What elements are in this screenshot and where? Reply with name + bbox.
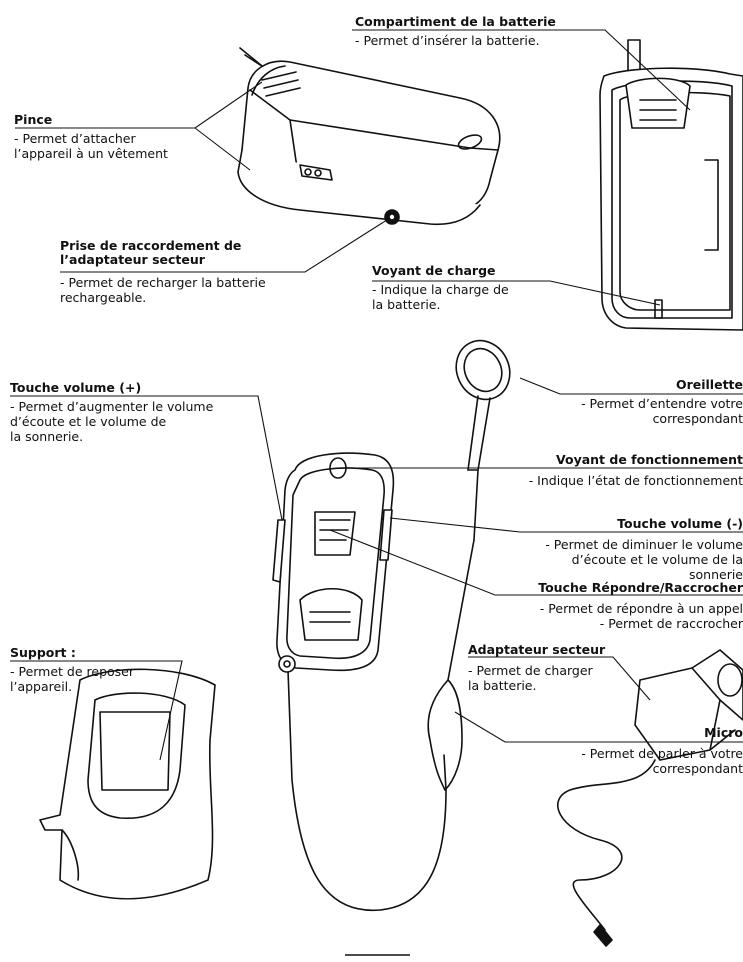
label-status-indicator: Voyant de fonctionnement - Indique l’éta… bbox=[483, 452, 743, 488]
headset-illustration bbox=[272, 339, 511, 912]
label-title: Touche volume (-) bbox=[617, 516, 743, 531]
clip-device-illustration bbox=[237, 47, 501, 226]
label-adapter-jack: Prise de raccordement de l’adaptateur se… bbox=[60, 238, 300, 306]
label-description: - Indique la charge de la batterie. bbox=[372, 282, 509, 312]
label-title: Voyant de fonctionnement bbox=[556, 452, 743, 467]
label-description: - Permet de reposer l’appareil. bbox=[10, 664, 135, 694]
label-description: - Permet de recharger la batterie rechar… bbox=[60, 275, 266, 305]
label-title: Touche volume (+) bbox=[10, 380, 142, 395]
label-description: - Permet d’attacher l’appareil à un vête… bbox=[14, 131, 168, 161]
label-title: Compartiment de la batterie bbox=[355, 14, 556, 29]
label-battery-compartment: Compartiment de la batterie - Permet d’i… bbox=[355, 14, 556, 48]
label-title: Adaptateur secteur bbox=[468, 642, 606, 657]
back-view-illustration bbox=[599, 39, 743, 331]
label-title: Prise de raccordement de l’adaptateur se… bbox=[60, 238, 242, 267]
label-stand: Support : - Permet de reposer l’appareil… bbox=[10, 645, 134, 694]
label-title: Pince bbox=[14, 112, 53, 127]
label-description: - Permet d’insérer la batterie. bbox=[355, 33, 540, 48]
stand-illustration bbox=[39, 668, 216, 900]
label-answer-hangup: Touche Répondre/Raccrocher - Permet de r… bbox=[503, 580, 743, 631]
label-volume-down: Touche volume (-) - Permet de diminuer l… bbox=[503, 516, 743, 582]
label-description: - Permet de charger la batterie. bbox=[468, 663, 593, 693]
label-title: Oreillette bbox=[675, 377, 743, 392]
adapter-illustration bbox=[557, 649, 743, 947]
label-clip: Pince - Permet d’attacher l’appareil à u… bbox=[14, 112, 168, 161]
label-microphone: Micro - Permet de parler à votre corresp… bbox=[523, 725, 743, 776]
label-title: Voyant de charge bbox=[372, 263, 496, 278]
label-title: Support : bbox=[10, 645, 76, 660]
label-earpiece: Oreillette - Permet d’entendre votre cor… bbox=[513, 377, 743, 426]
label-description: - Indique l’état de fonctionnement bbox=[528, 473, 743, 488]
label-title: Micro bbox=[704, 725, 743, 740]
label-description: - Permet de diminuer le volume d’écoute … bbox=[545, 537, 743, 582]
label-volume-up: Touche volume (+) - Permet d’augmenter l… bbox=[10, 380, 213, 444]
label-charge-indicator: Voyant de charge - Indique la charge de … bbox=[372, 263, 509, 312]
label-power-adapter: Adaptateur secteur - Permet de charger l… bbox=[468, 642, 605, 693]
label-description: - Permet d’entendre votre correspondant bbox=[581, 396, 743, 426]
label-description: - Permet de répondre à un appel - Permet… bbox=[539, 601, 743, 631]
label-description: - Permet de parler à votre correspondant bbox=[581, 746, 743, 776]
label-title: Touche Répondre/Raccrocher bbox=[538, 580, 743, 595]
label-description: - Permet d’augmenter le volume d’écoute … bbox=[10, 399, 214, 444]
